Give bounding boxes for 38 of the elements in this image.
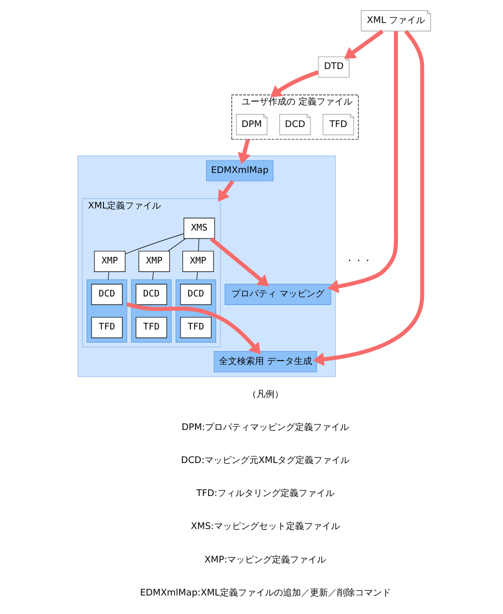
arrow bbox=[326, 31, 398, 294]
arrow bbox=[209, 237, 269, 287]
node-box: DCD bbox=[90, 284, 122, 305]
node-box: 全文検索用 データ生成 bbox=[213, 351, 316, 372]
connector bbox=[167, 238, 186, 252]
node-box: TFD bbox=[90, 316, 122, 338]
arrow bbox=[344, 30, 384, 59]
connector bbox=[107, 271, 109, 280]
label: XMS:マッピングセット定義ファイル bbox=[190, 522, 340, 532]
cluster bbox=[130, 279, 172, 343]
node-box: DCD bbox=[135, 284, 167, 305]
arrow bbox=[217, 180, 234, 202]
node-box: XMP bbox=[138, 250, 170, 272]
cluster bbox=[175, 279, 216, 343]
connector bbox=[124, 233, 184, 254]
connector bbox=[152, 271, 154, 280]
node-box: XMP bbox=[182, 250, 214, 272]
label: ・・・ bbox=[344, 256, 372, 267]
connector bbox=[198, 238, 199, 252]
arrow bbox=[237, 138, 250, 164]
node-box: XMP bbox=[94, 250, 125, 272]
node-box: DCD bbox=[180, 284, 212, 305]
label: XMP:マッピング定義ファイル bbox=[204, 555, 326, 566]
node-box: EDMXmlMap bbox=[206, 160, 273, 182]
node-box: XMS bbox=[183, 218, 214, 239]
node-box: TFD bbox=[180, 316, 212, 338]
label: DPM:プロパティマッピング定義ファイル bbox=[181, 423, 349, 434]
label: TFD:フィルタリング定義ファイル bbox=[196, 489, 334, 500]
label: EDMXmlMap:XML定義ファイルの追加／更新／削除コマンド bbox=[140, 588, 390, 598]
node-box: TFD bbox=[135, 316, 167, 338]
label: DCD:マッピング元XMLタグ定義ファイル bbox=[180, 456, 350, 466]
arrow bbox=[270, 70, 318, 98]
node-box: プロパティ マッピング bbox=[224, 284, 331, 305]
connector bbox=[196, 271, 198, 280]
arrow bbox=[312, 30, 424, 366]
cluster bbox=[86, 279, 127, 343]
label: （凡例） bbox=[246, 390, 283, 400]
cluster bbox=[77, 156, 336, 377]
